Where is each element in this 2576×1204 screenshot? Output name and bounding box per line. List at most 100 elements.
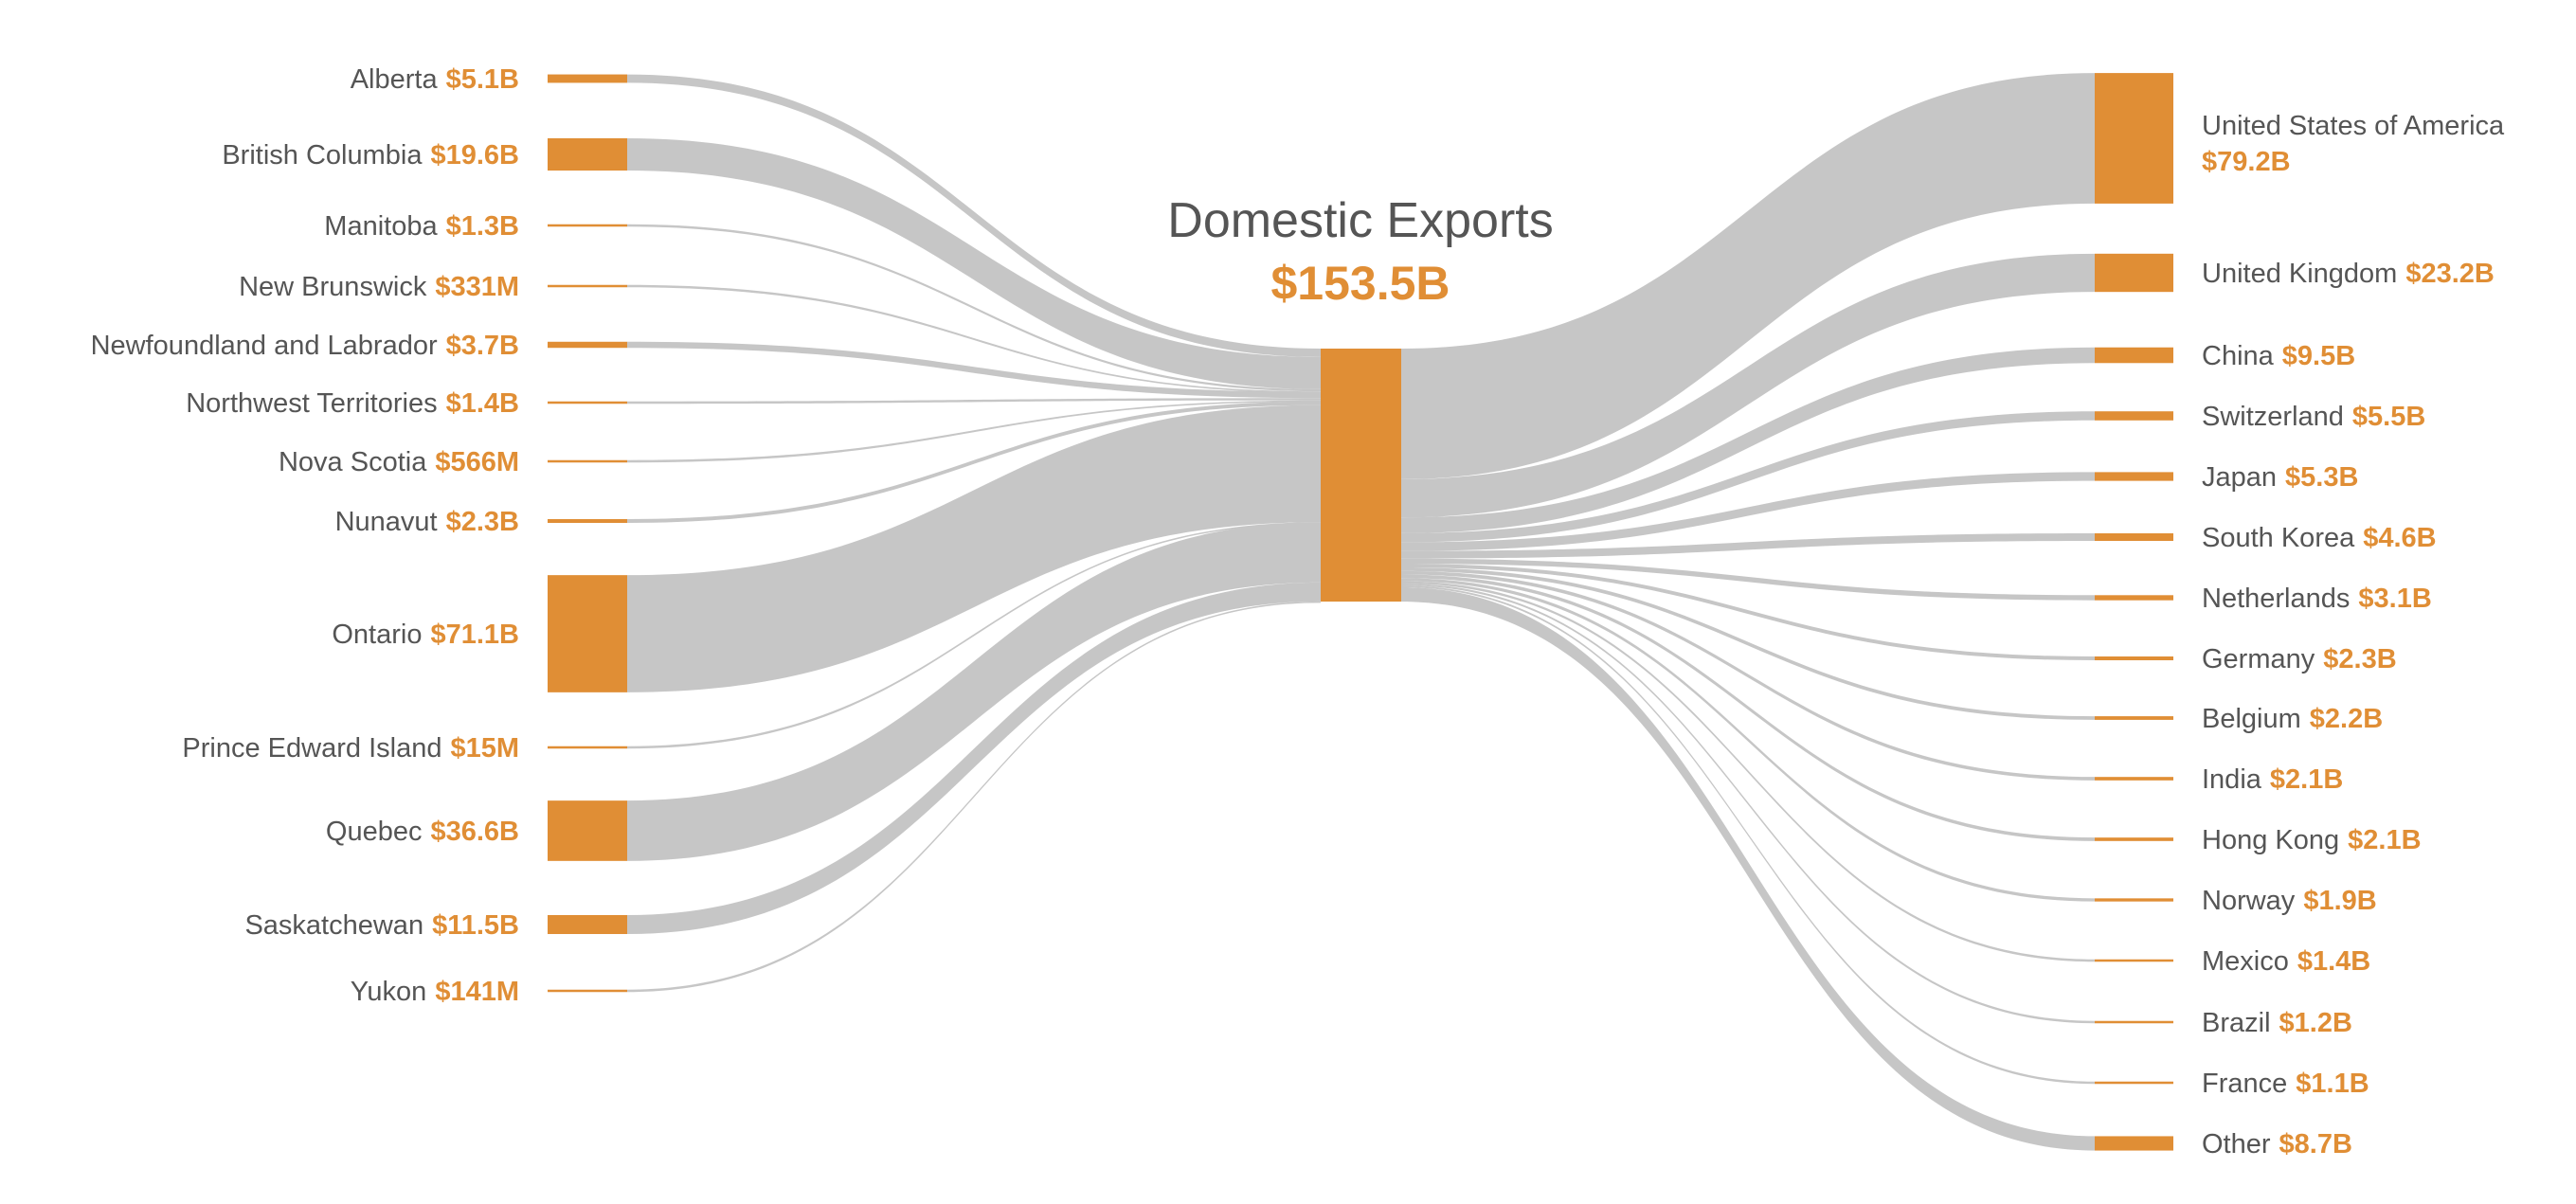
link-source-10 [627, 522, 1321, 861]
target-node [2095, 595, 2173, 601]
target-name: Hong Kong [2202, 825, 2339, 855]
link-target-12 [1401, 581, 2095, 962]
source-node [548, 459, 627, 463]
link-source-7 [627, 401, 1321, 524]
target-node [2095, 716, 2173, 720]
source-node [548, 74, 627, 83]
source-value: $1.4B [446, 388, 519, 419]
link-target-8 [1401, 567, 2095, 720]
source-node [548, 800, 627, 861]
source-label: Northwest Territories $1.4B [186, 388, 519, 419]
link-source-8 [627, 404, 1321, 692]
source-name: Quebec [326, 817, 423, 847]
nodes [548, 73, 2173, 1151]
link-source-9 [627, 522, 1321, 749]
target-value: $8.7B [2279, 1129, 2352, 1159]
source-name: Alberta [351, 64, 439, 95]
link-target-14 [1401, 585, 2095, 1085]
source-name: Newfoundland and Labrador [91, 331, 438, 361]
source-name: British Columbia [222, 140, 423, 171]
chart-title: Domestic Exports [1167, 193, 1553, 248]
target-node [2095, 532, 2173, 542]
source-name: Ontario [332, 620, 422, 650]
total-value: $153.5B [1270, 257, 1450, 310]
target-name: Japan [2202, 462, 2277, 493]
source-value: $5.1B [446, 64, 519, 95]
target-name: United Kingdom [2202, 259, 2397, 289]
target-node [2095, 1081, 2173, 1085]
target-node [2095, 777, 2173, 781]
source-label: Saskatchewan $11.5B [244, 910, 519, 941]
target-node [2095, 1136, 2173, 1151]
source-node [548, 746, 627, 749]
source-value: $1.3B [446, 211, 519, 242]
source-label: Manitoba$1.3B [324, 211, 519, 242]
target-value: $2.3B [2323, 644, 2396, 674]
target-name: Other [2202, 1129, 2271, 1159]
target-value: $5.5B [2352, 402, 2425, 432]
link-target-1 [1401, 253, 2095, 518]
target-value: $2.1B [2270, 764, 2343, 795]
link-target-6 [1401, 558, 2095, 601]
source-label: Nova Scotia$566M [279, 447, 519, 477]
target-node [2095, 411, 2173, 421]
target-label: Belgium$2.2B [2202, 704, 2383, 734]
source-value: $36.6B [430, 817, 519, 847]
link-target-9 [1401, 570, 2095, 781]
source-label: Prince Edward Island$15M [182, 733, 519, 764]
target-name: Belgium [2202, 704, 2301, 734]
target-value: $4.6B [2363, 523, 2436, 553]
link-target-10 [1401, 574, 2095, 841]
target-node [2095, 1020, 2173, 1024]
link-target-4 [1401, 472, 2095, 551]
source-value: $19.6B [430, 140, 519, 171]
target-node [2095, 959, 2173, 962]
source-name: Yukon [351, 977, 427, 1007]
source-value: $11.5B [432, 910, 519, 941]
source-name: Saskatchewan [244, 910, 423, 941]
target-label: Other $8.7B [2202, 1129, 2352, 1159]
link-source-6 [627, 400, 1321, 463]
target-label: Norway$1.9B [2202, 886, 2377, 916]
target-label: Switzerland $5.5B [2202, 402, 2425, 432]
links [627, 73, 2095, 1151]
source-name: Northwest Territories [186, 388, 437, 419]
target-label: Hong Kong $2.1B [2202, 825, 2422, 855]
target-node [2095, 253, 2173, 293]
source-label: Quebec$36.6B [326, 817, 519, 847]
source-label: Yukon$141M [351, 977, 519, 1007]
target-value: $23.2B [2405, 259, 2495, 289]
source-name: Nunavut [335, 507, 438, 537]
labels: Alberta$5.1B British Columbia$19.6B Manito… [91, 64, 2505, 1159]
target-name: South Korea [2202, 523, 2355, 553]
target-name: France [2202, 1069, 2287, 1099]
target-value: $2.1B [2348, 825, 2421, 855]
source-node [548, 137, 627, 171]
target-label: China$9.5B [2202, 341, 2355, 371]
target-name: Netherlands [2202, 584, 2350, 614]
source-value: $331M [435, 272, 519, 302]
source-label: Newfoundland and Labrador $3.7B [91, 331, 519, 361]
source-node [548, 989, 627, 993]
source-node [548, 518, 627, 524]
target-node [2095, 472, 2173, 481]
source-value: $3.7B [446, 331, 519, 361]
target-name: Switzerland [2202, 402, 2344, 432]
target-label: South Korea $4.6B [2202, 523, 2437, 553]
source-node [548, 341, 627, 349]
target-label: Brazil$1.2B [2202, 1008, 2352, 1038]
source-name: New Brunswick [239, 272, 427, 302]
link-source-12 [627, 601, 1321, 993]
link-target-7 [1401, 564, 2095, 661]
target-value: $1.2B [2279, 1008, 2352, 1038]
link-target-13 [1401, 583, 2095, 1024]
target-value: $79.2B [2202, 147, 2291, 177]
target-node [2095, 837, 2173, 841]
link-target-3 [1401, 411, 2095, 543]
source-value: $15M [450, 733, 519, 764]
target-label: Japan$5.3B [2202, 462, 2358, 493]
source-value: $566M [435, 447, 519, 477]
source-node [548, 284, 627, 288]
target-name: China [2202, 341, 2275, 371]
